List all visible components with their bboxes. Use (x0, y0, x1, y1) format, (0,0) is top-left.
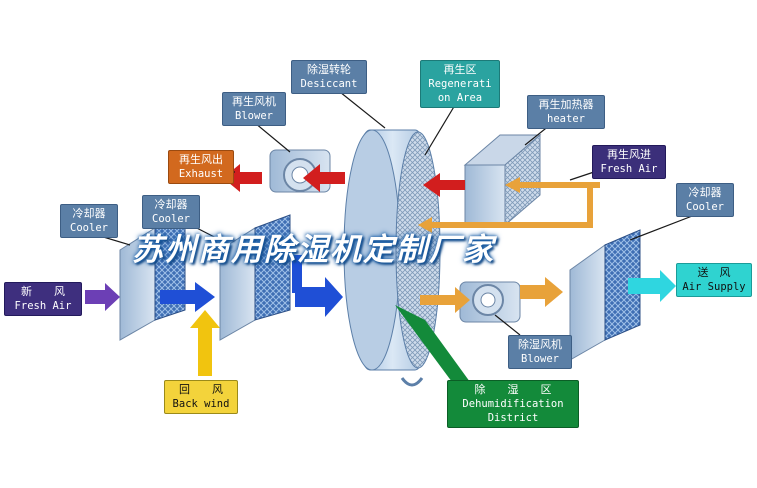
label-cooler-mid-en: Cooler (152, 213, 190, 225)
label-regen-fresh-zh: 再生风进 (607, 148, 651, 161)
airflow-arrows (85, 164, 676, 376)
label-regen-exhaust-zh: 再生风出 (179, 153, 223, 166)
label-dehum-district-zh: 除 湿 区 (474, 383, 552, 396)
label-supply-zh: 送 风 (697, 266, 731, 279)
label-regen-area-zh: 再生区 (443, 63, 477, 76)
label-cooler-right-zh: 冷却器 (688, 186, 722, 199)
label-regen-exhaust-en: Exhaust (178, 168, 224, 180)
label-regen-fresh-en: Fresh Air (600, 163, 658, 175)
label-regen-blower-en: Blower (235, 110, 273, 122)
watermark-banner: 苏州商用除湿机定制厂家 (132, 232, 495, 268)
label-regen-exhaust: 再生风出 Exhaust (168, 150, 234, 184)
label-desiccant: 除湿转轮 Desiccant (291, 60, 367, 94)
dehum-district-pointer (395, 305, 470, 386)
label-dehum-district-en2: District (487, 412, 539, 424)
label-dehum-blower: 除湿风机 Blower (508, 335, 572, 369)
label-dehum-blower-zh: 除湿风机 (518, 338, 562, 351)
cooler-right (569, 229, 641, 361)
label-fresh-air: 新 风 Fresh Air (4, 282, 82, 316)
label-back-wind-zh: 回 风 (179, 383, 223, 396)
cooler-mid (219, 214, 291, 341)
label-regen-heater-zh: 再生加热器 (538, 98, 594, 111)
label-regen-heater-en: heater (547, 113, 585, 125)
label-cooler-right-en: Cooler (686, 201, 724, 213)
label-regen-blower-zh: 再生风机 (232, 95, 276, 108)
label-back-wind: 回 风 Back wind (164, 380, 238, 414)
dehum-blower (459, 281, 521, 323)
label-dehum-blower-en: Blower (521, 353, 559, 365)
label-dehum-district: 除 湿 区 Dehumidification District (447, 380, 579, 428)
label-regen-heater: 再生加热器 heater (527, 95, 605, 129)
label-cooler-mid-zh: 冷却器 (154, 198, 188, 211)
label-regen-area: 再生区 Regenerati on Area (420, 60, 500, 108)
label-cooler-left: 冷却器 Cooler (60, 204, 118, 238)
label-air-supply: 送 风 Air Supply (676, 263, 752, 297)
label-fresh-air-zh: 新 风 (21, 285, 65, 298)
label-desiccant-en: Desiccant (300, 78, 358, 90)
label-supply-en: Air Supply (682, 281, 746, 293)
label-regen-area-en1: Regenerati (428, 78, 492, 90)
label-back-wind-en: Back wind (172, 398, 230, 410)
label-regen-area-en2: on Area (437, 92, 483, 104)
regen-blower (269, 149, 331, 193)
label-regen-fresh-air: 再生风进 Fresh Air (592, 145, 666, 179)
label-regen-blower: 再生风机 Blower (222, 92, 286, 126)
regen-heater (463, 133, 542, 227)
desiccant-wheel (343, 129, 441, 387)
label-cooler-left-en: Cooler (70, 222, 108, 234)
label-fresh-air-en: Fresh Air (14, 300, 72, 312)
label-cooler-mid: 冷却器 Cooler (142, 195, 200, 229)
label-desiccant-zh: 除湿转轮 (307, 63, 351, 76)
label-dehum-district-en1: Dehumidification (462, 398, 564, 410)
label-cooler-left-zh: 冷却器 (72, 207, 106, 220)
label-cooler-right: 冷却器 Cooler (676, 183, 734, 217)
